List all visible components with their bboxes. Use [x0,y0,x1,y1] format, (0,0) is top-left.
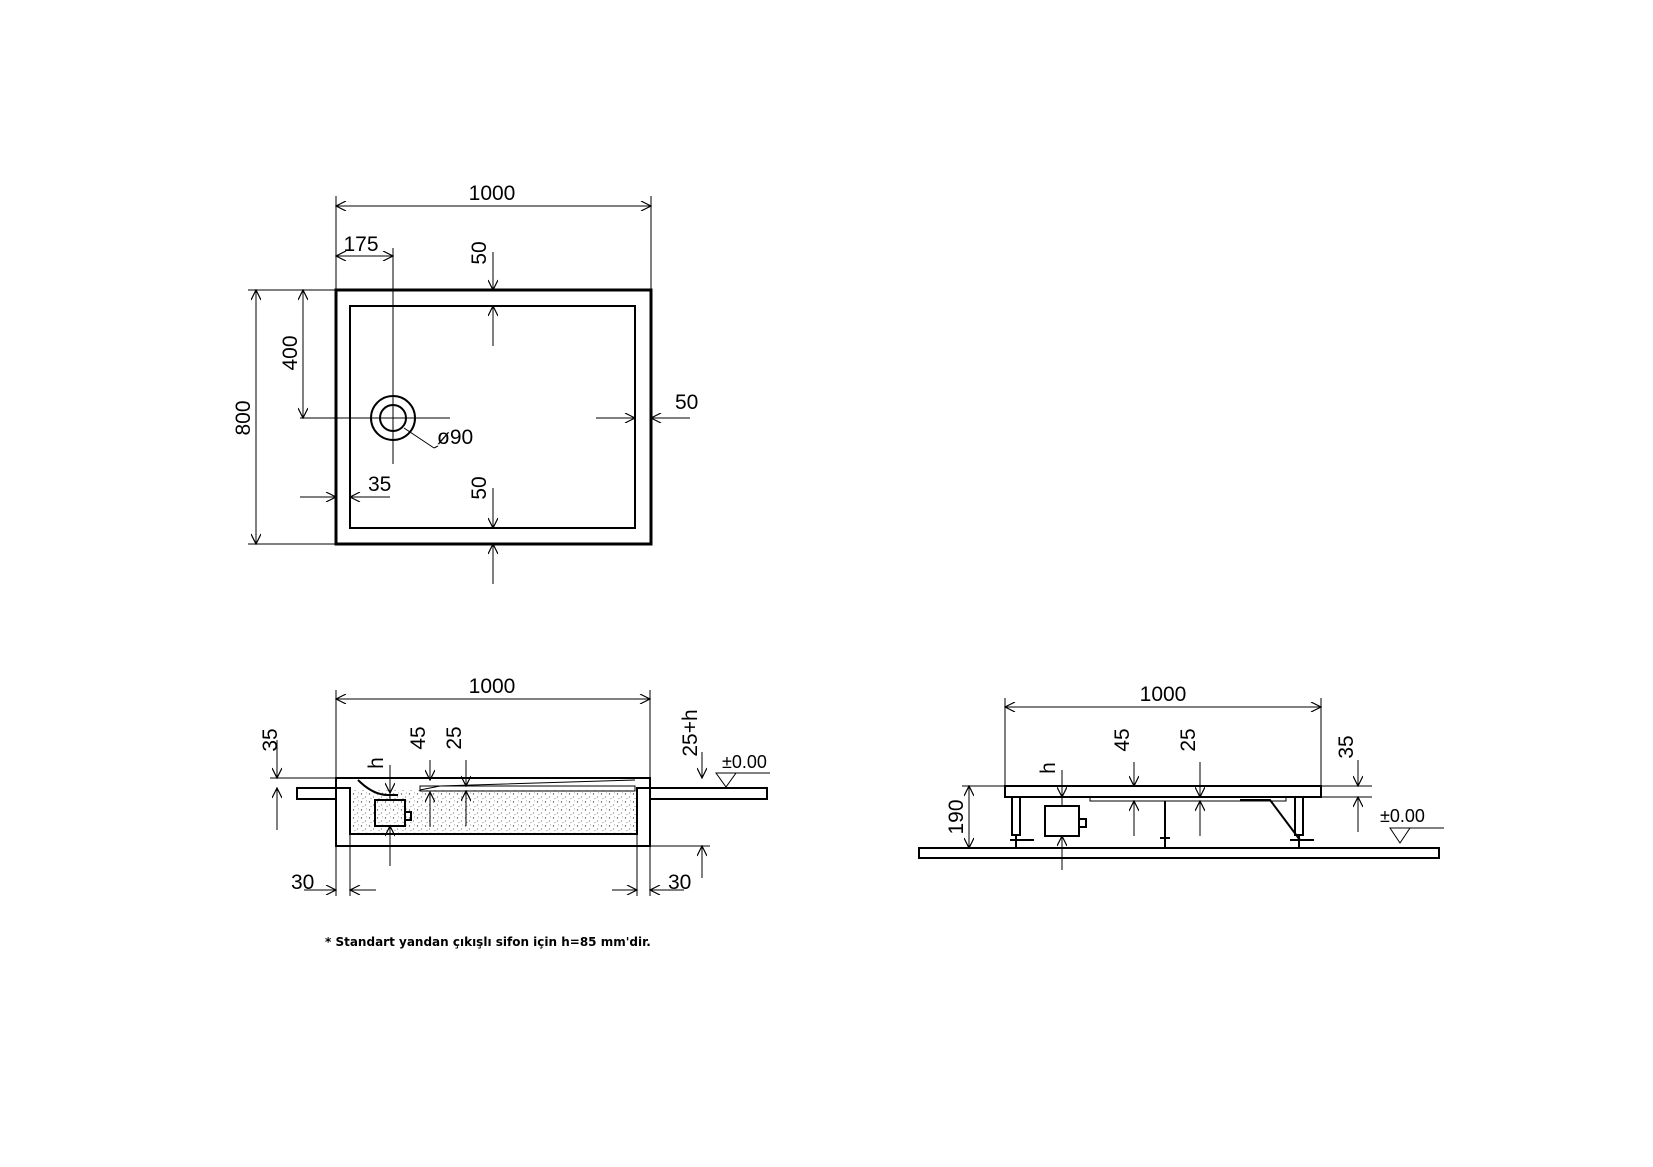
floor-level-marker [1389,827,1411,844]
dim-rim-bottom-label: 50 [468,476,491,499]
dim-drain-diameter-label: ø90 [437,426,473,449]
section2-25-label: 25 [1177,728,1200,751]
dim-width-label: 1000 [469,182,516,205]
dim-drain-x-label: 175 [343,233,378,256]
floor-slab-right [649,787,768,800]
dim-rim-right-label: 50 [675,391,698,414]
section1-rim-label: 35 [259,728,282,751]
section1-h-label: h [365,757,388,769]
section1-recess-label: 25+h [679,709,702,756]
top-view: 1000 175 50 800 400 50 ø90 35 50 [232,182,698,584]
footnote: * Standart yandan çıkışlı sifon için h=8… [325,935,651,949]
section2-height-label: 190 [945,799,968,834]
dim-drain-y-label: 400 [279,335,302,370]
section2-45-label: 45 [1111,728,1134,751]
screed-fill [350,790,637,834]
floor-slab [918,847,1440,859]
tray-section [1004,785,1322,798]
support-legs [1010,796,1314,848]
dim-wall-label: 35 [368,473,391,496]
section1-level-label: ±0.00 [722,752,767,772]
section2-rim-label: 35 [1335,735,1358,758]
siphon-box [1044,805,1080,837]
floor-slab-left [296,787,337,800]
section2-level-label: ±0.00 [1380,806,1425,826]
section-recessed-view: 1000 35 h 45 25 25+h ±0.00 30 30 * Stand… [259,675,770,949]
section1-45-label: 45 [407,726,430,749]
section1-gap-right-label: 30 [668,871,691,894]
section-raised-view: 1000 h 45 25 35 190 ±0.00 [918,683,1444,870]
section1-gap-left-label: 30 [291,871,314,894]
section2-width-label: 1000 [1140,683,1187,706]
dim-depth-label: 800 [232,400,255,435]
section1-25-label: 25 [443,726,466,749]
dim-rim-top-label: 50 [468,241,491,264]
section2-h-label: h [1037,762,1060,774]
floor-level-marker [715,772,737,788]
section1-width-label: 1000 [469,675,516,698]
